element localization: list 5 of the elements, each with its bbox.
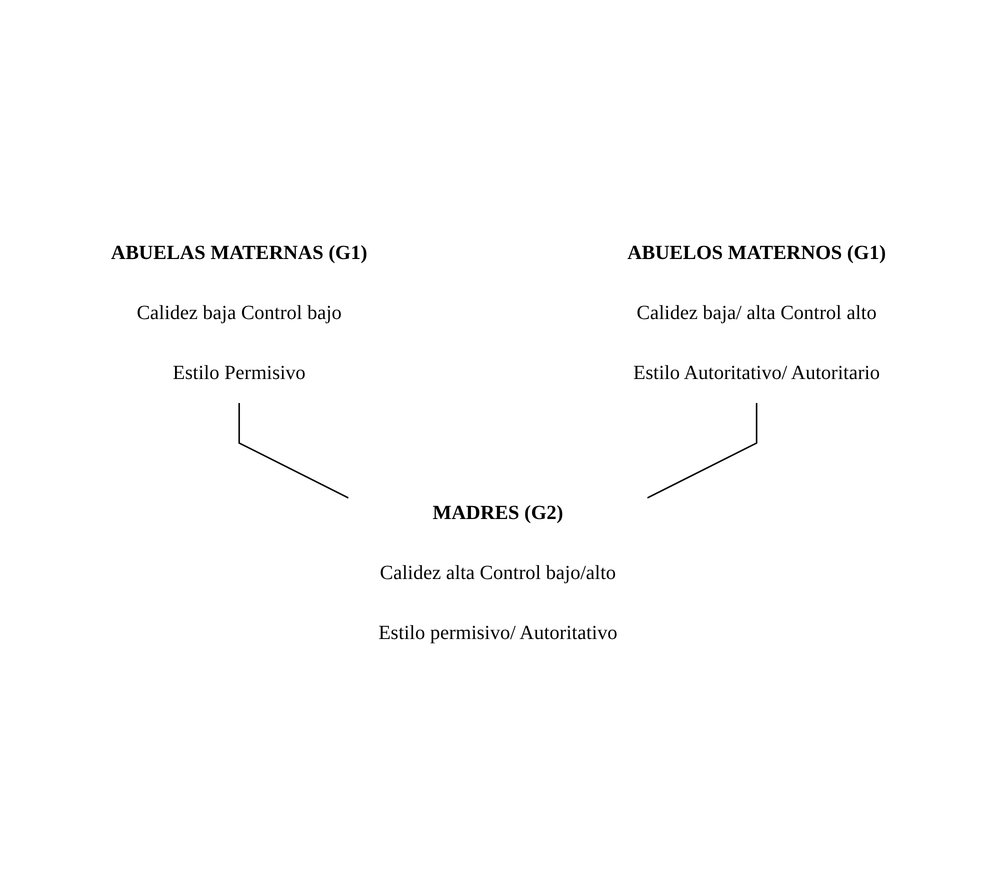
node-text: ABUELOS MATERNOS (G1) Calidez baja/ alta Control alto Estilo Autoritativo/ Autoritario [626,242,886,384]
connector [646,403,757,499]
node-text: MADRES (G2) Calidez alta Control bajo/alto Estilo permisivo/ Autoritativo [378,502,617,644]
connector [238,403,348,499]
node-text: ABUELAS MATERNAS (G1) Calidez baja Control bajo Estilo Permisivo [110,242,367,384]
